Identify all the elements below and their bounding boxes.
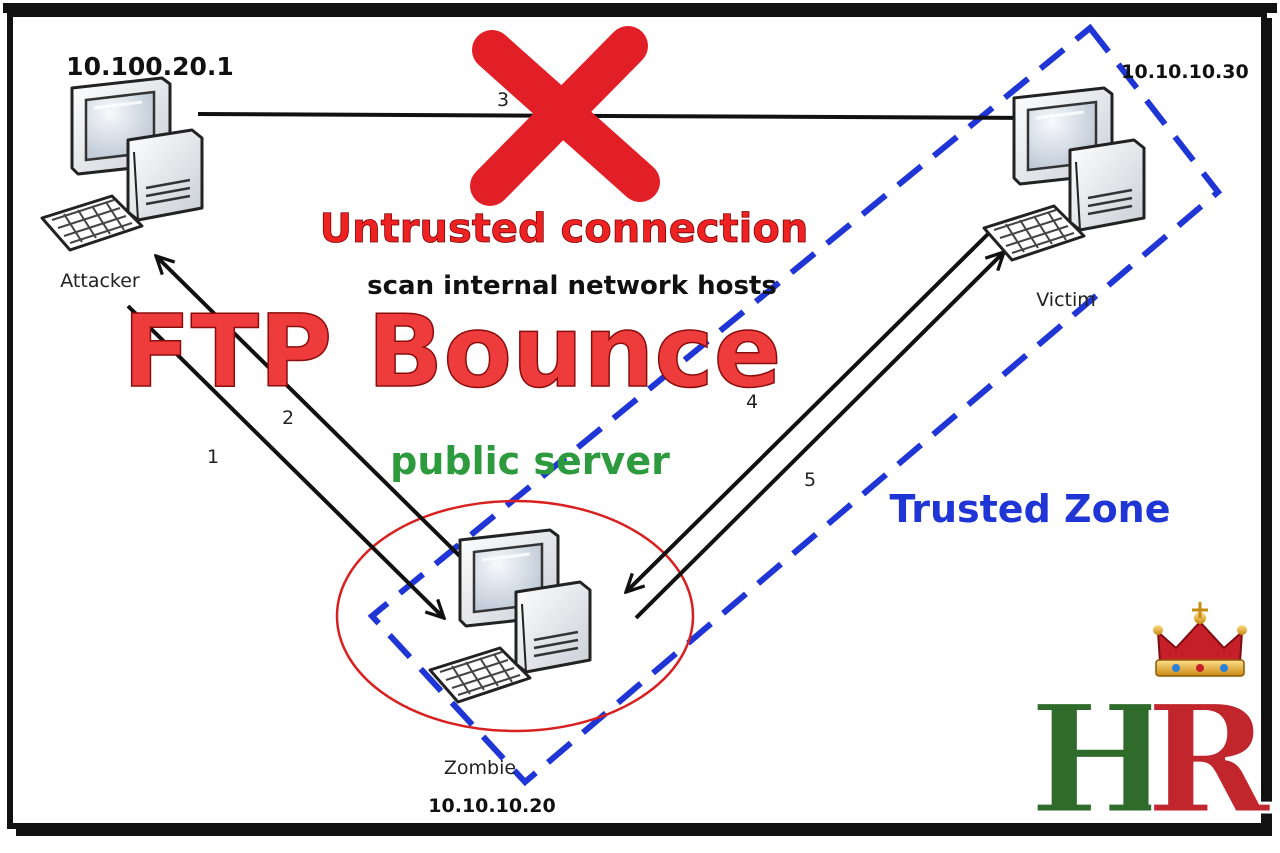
zombie-computer-icon xyxy=(428,528,592,704)
scan-caption: scan internal network hosts xyxy=(367,271,777,301)
logo-letter-r: R xyxy=(1146,672,1272,848)
frame-shadow-right xyxy=(1262,18,1272,834)
hr-logo: H R xyxy=(1028,602,1273,850)
page-title: FTP Bounce xyxy=(122,293,781,410)
step-label-4: 4 xyxy=(746,391,758,413)
frame-top-bar xyxy=(3,3,1277,13)
trusted-zone-boundary xyxy=(367,23,1223,787)
arrow-step-1 xyxy=(126,304,444,618)
step-label-3: 3 xyxy=(497,89,509,111)
victim-computer-icon xyxy=(982,86,1146,262)
arrow-step-3 xyxy=(197,114,1042,118)
step-label-1: 1 xyxy=(207,446,219,468)
logo-letter-h: H xyxy=(1029,672,1171,848)
step-label-5: 5 xyxy=(804,469,816,491)
arrow-step-5 xyxy=(634,252,1004,620)
public-server-circle xyxy=(335,499,695,733)
step-label-2: 2 xyxy=(282,407,294,429)
arrow-step-4 xyxy=(626,230,992,592)
attacker-label: Attacker xyxy=(60,270,140,292)
victim-label: Victim xyxy=(1036,289,1096,311)
arrow-step-2 xyxy=(156,256,484,580)
public-server-label: public server xyxy=(390,439,670,483)
attacker-computer-icon xyxy=(40,76,204,252)
zombie-ip: 10.10.10.20 xyxy=(428,795,555,817)
attacker-ip: 10.100.20.1 xyxy=(66,52,234,81)
zombie-label: Zombie xyxy=(444,757,516,779)
untrusted-connection-heading: Untrusted connection xyxy=(320,206,809,252)
crown-icon xyxy=(1153,602,1247,677)
trusted-zone-label: Trusted Zone xyxy=(889,487,1170,531)
blocked-cross-icon xyxy=(470,26,660,206)
frame-shadow-bottom xyxy=(16,826,1272,836)
victim-ip: 10.10.10.30 xyxy=(1121,61,1248,83)
